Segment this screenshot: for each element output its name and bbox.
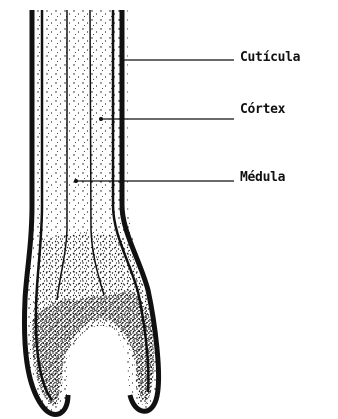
label-medulla: Médula bbox=[240, 170, 285, 185]
label-cortex: Córtex bbox=[240, 102, 285, 117]
label-cuticle: Cutícula bbox=[240, 50, 300, 65]
